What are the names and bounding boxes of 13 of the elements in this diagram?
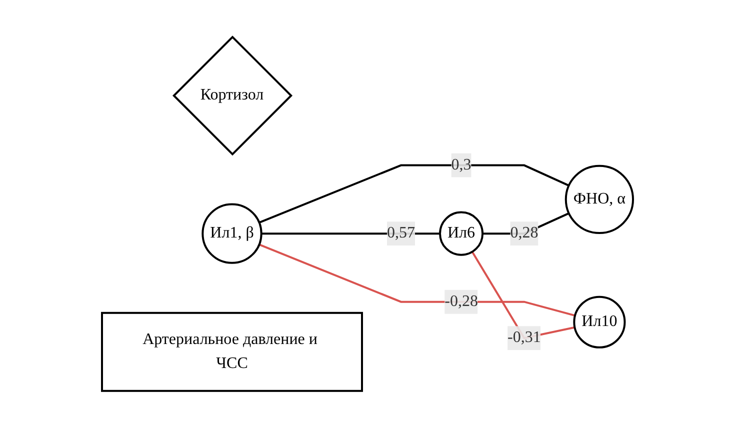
node-circle: Ил1, β [202, 203, 262, 264]
edge-label: 0,28 [510, 224, 538, 242]
connector [258, 164, 570, 224]
edge-label: 0,3 [451, 156, 472, 174]
edge-label: -0,31 [508, 329, 541, 346]
edge-label: 0,57 [386, 224, 415, 242]
connector [258, 244, 576, 317]
node-box: Артериальное давление и ЧСС [100, 312, 363, 392]
edge-label: -0,28 [444, 292, 478, 310]
node-circle: Ил6 [438, 211, 484, 256]
node-diamond: Кортизол [172, 36, 292, 156]
node-circle: Ил10 [573, 296, 626, 348]
node-circle: ФНО, α [564, 164, 634, 234]
